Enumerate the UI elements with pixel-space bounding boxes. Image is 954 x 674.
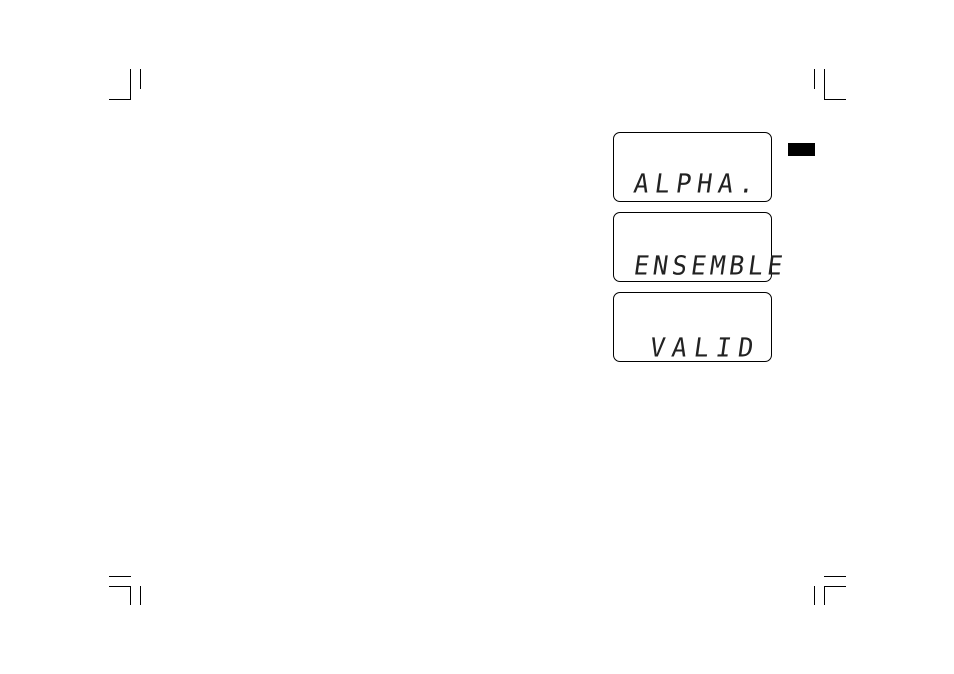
lcd-display-1-text: ALPHA.	[632, 170, 762, 196]
crop-mark-bottom-left-v2	[140, 586, 141, 605]
crop-mark-bottom-right-v2	[814, 586, 815, 605]
crop-mark-top-right-v1	[824, 69, 825, 100]
crop-mark-top-left-h	[109, 99, 131, 100]
lcd-display-3-text: VALID	[648, 334, 762, 360]
crop-mark-bottom-left-h	[109, 576, 131, 577]
crop-mark-bottom-right-h	[824, 576, 846, 577]
crop-mark-top-left-v1	[130, 69, 131, 100]
lcd-display-2-text: ENSEMBLE	[632, 252, 788, 278]
crop-mark-top-right-h	[824, 99, 846, 100]
crop-mark-bottom-left-h2	[109, 586, 131, 587]
crop-mark-bottom-left-v1	[130, 586, 131, 605]
crop-mark-top-left-v2	[140, 69, 141, 89]
lcd-display-3: VALID	[613, 292, 772, 362]
crop-mark-top-right-v2	[814, 69, 815, 89]
lcd-display-2: ENSEMBLE	[613, 212, 772, 282]
crop-mark-bottom-right-v1	[824, 586, 825, 605]
crop-mark-bottom-right-h2	[824, 586, 846, 587]
section-tab-marker	[788, 143, 815, 156]
lcd-display-1: ALPHA.	[613, 132, 772, 202]
